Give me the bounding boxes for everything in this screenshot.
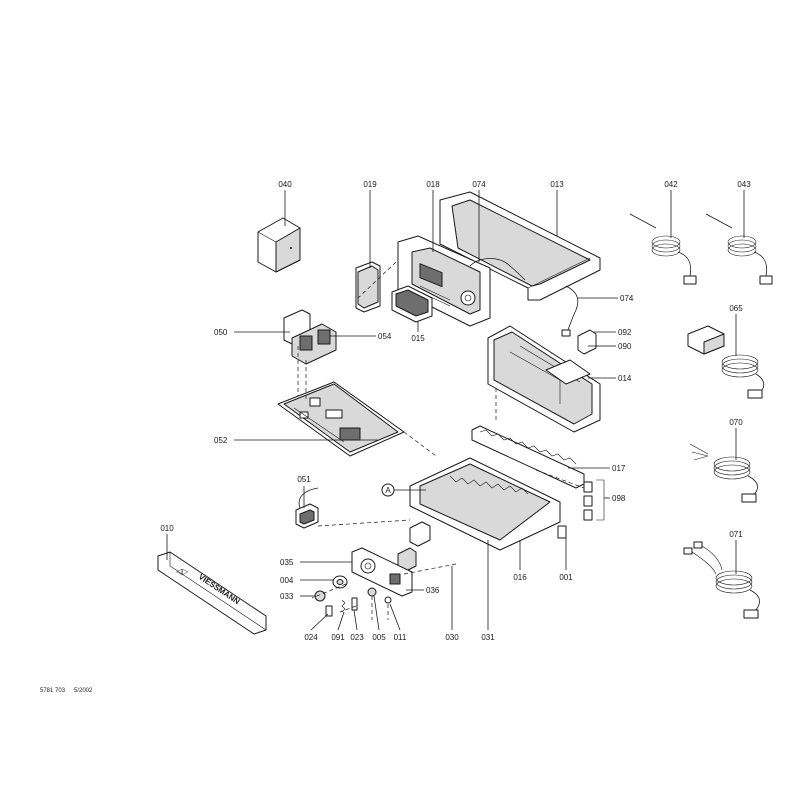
part-040-box: [257, 217, 301, 273]
label-098: 098: [612, 494, 626, 503]
label-074-right: 074: [620, 294, 634, 303]
label-071: 071: [729, 530, 743, 539]
part-098-clips: [583, 481, 593, 521]
label-013: 013: [550, 180, 564, 189]
leader-lines: [166, 190, 745, 631]
label-070: 070: [729, 418, 743, 427]
part-052-main-pcb: [277, 381, 405, 457]
label-051: 051: [297, 475, 311, 484]
label-052: 052: [214, 436, 228, 445]
part-011-switch: [384, 596, 392, 604]
label-005: 005: [372, 633, 386, 642]
part-010-front-fascia: VIESSMANN ◁▷: [157, 551, 267, 635]
label-074-top: 074: [472, 180, 486, 189]
part-005-button: [367, 587, 377, 597]
part-092-switch: [577, 329, 597, 355]
part-labels: 040 019 018 074 013 042 043 074 015 050 …: [160, 180, 751, 642]
label-065: 065: [729, 304, 743, 313]
part-074-cable-lower: [565, 285, 579, 335]
part-024-lamp: [325, 605, 333, 617]
part-013-housing-cover: [439, 191, 601, 301]
label-043: 043: [737, 180, 751, 189]
label-040: 040: [278, 180, 292, 189]
label-036: 036: [426, 586, 440, 595]
part-001-fuse: [557, 525, 567, 539]
logo-arrows: ◁▷: [176, 567, 189, 576]
label-033: 033: [280, 592, 294, 601]
part-071-cable: [683, 541, 760, 619]
label-050: 050: [214, 328, 228, 337]
label-010: 010: [160, 524, 174, 533]
part-018-control-panel: [397, 235, 491, 327]
part-030-connector: [397, 521, 431, 573]
label-030: 030: [445, 633, 459, 642]
label-004: 004: [280, 576, 294, 585]
assembly-dashed-lines: [297, 261, 585, 620]
label-A: A: [385, 486, 391, 495]
footer-doc-number: 5781 703: [40, 688, 66, 694]
part-065-module: [687, 325, 765, 399]
label-001: 001: [559, 573, 573, 582]
label-042: 042: [664, 180, 678, 189]
label-091: 091: [331, 633, 345, 642]
part-043-sensor: [705, 213, 773, 285]
label-090: 090: [618, 342, 632, 351]
part-014-inner-frame: [487, 325, 601, 433]
label-011: 011: [394, 633, 407, 642]
label-018: 018: [426, 180, 440, 189]
label-015: 015: [411, 334, 425, 343]
label-031: 031: [481, 633, 495, 642]
label-054: 054: [378, 332, 392, 341]
label-016: 016: [513, 573, 527, 582]
part-070-cable: [689, 443, 758, 503]
label-035: 035: [280, 558, 294, 567]
part-042-sensor: [629, 213, 697, 285]
label-017: 017: [612, 464, 626, 473]
part-035-mounting-plate: [351, 547, 413, 597]
part-004-washer: [332, 575, 348, 589]
part-050-054-transformer: [283, 309, 337, 365]
label-023: 023: [350, 633, 364, 642]
part-023-pin: [351, 597, 358, 611]
part-015-insert: [391, 285, 433, 323]
label-014: 014: [618, 374, 632, 383]
part-074-cable-upper: [469, 258, 526, 281]
part-074-connector: [561, 329, 571, 337]
part-051-plug: [295, 487, 319, 529]
label-092: 092: [618, 328, 632, 337]
bracket-098: [596, 479, 605, 521]
footer-date: 5/2002: [74, 688, 93, 694]
part-019-board: [355, 261, 381, 313]
label-024: 024: [304, 633, 318, 642]
part-091-spring: [341, 599, 346, 613]
part-016-base-tray: [409, 457, 561, 551]
label-019: 019: [363, 180, 377, 189]
